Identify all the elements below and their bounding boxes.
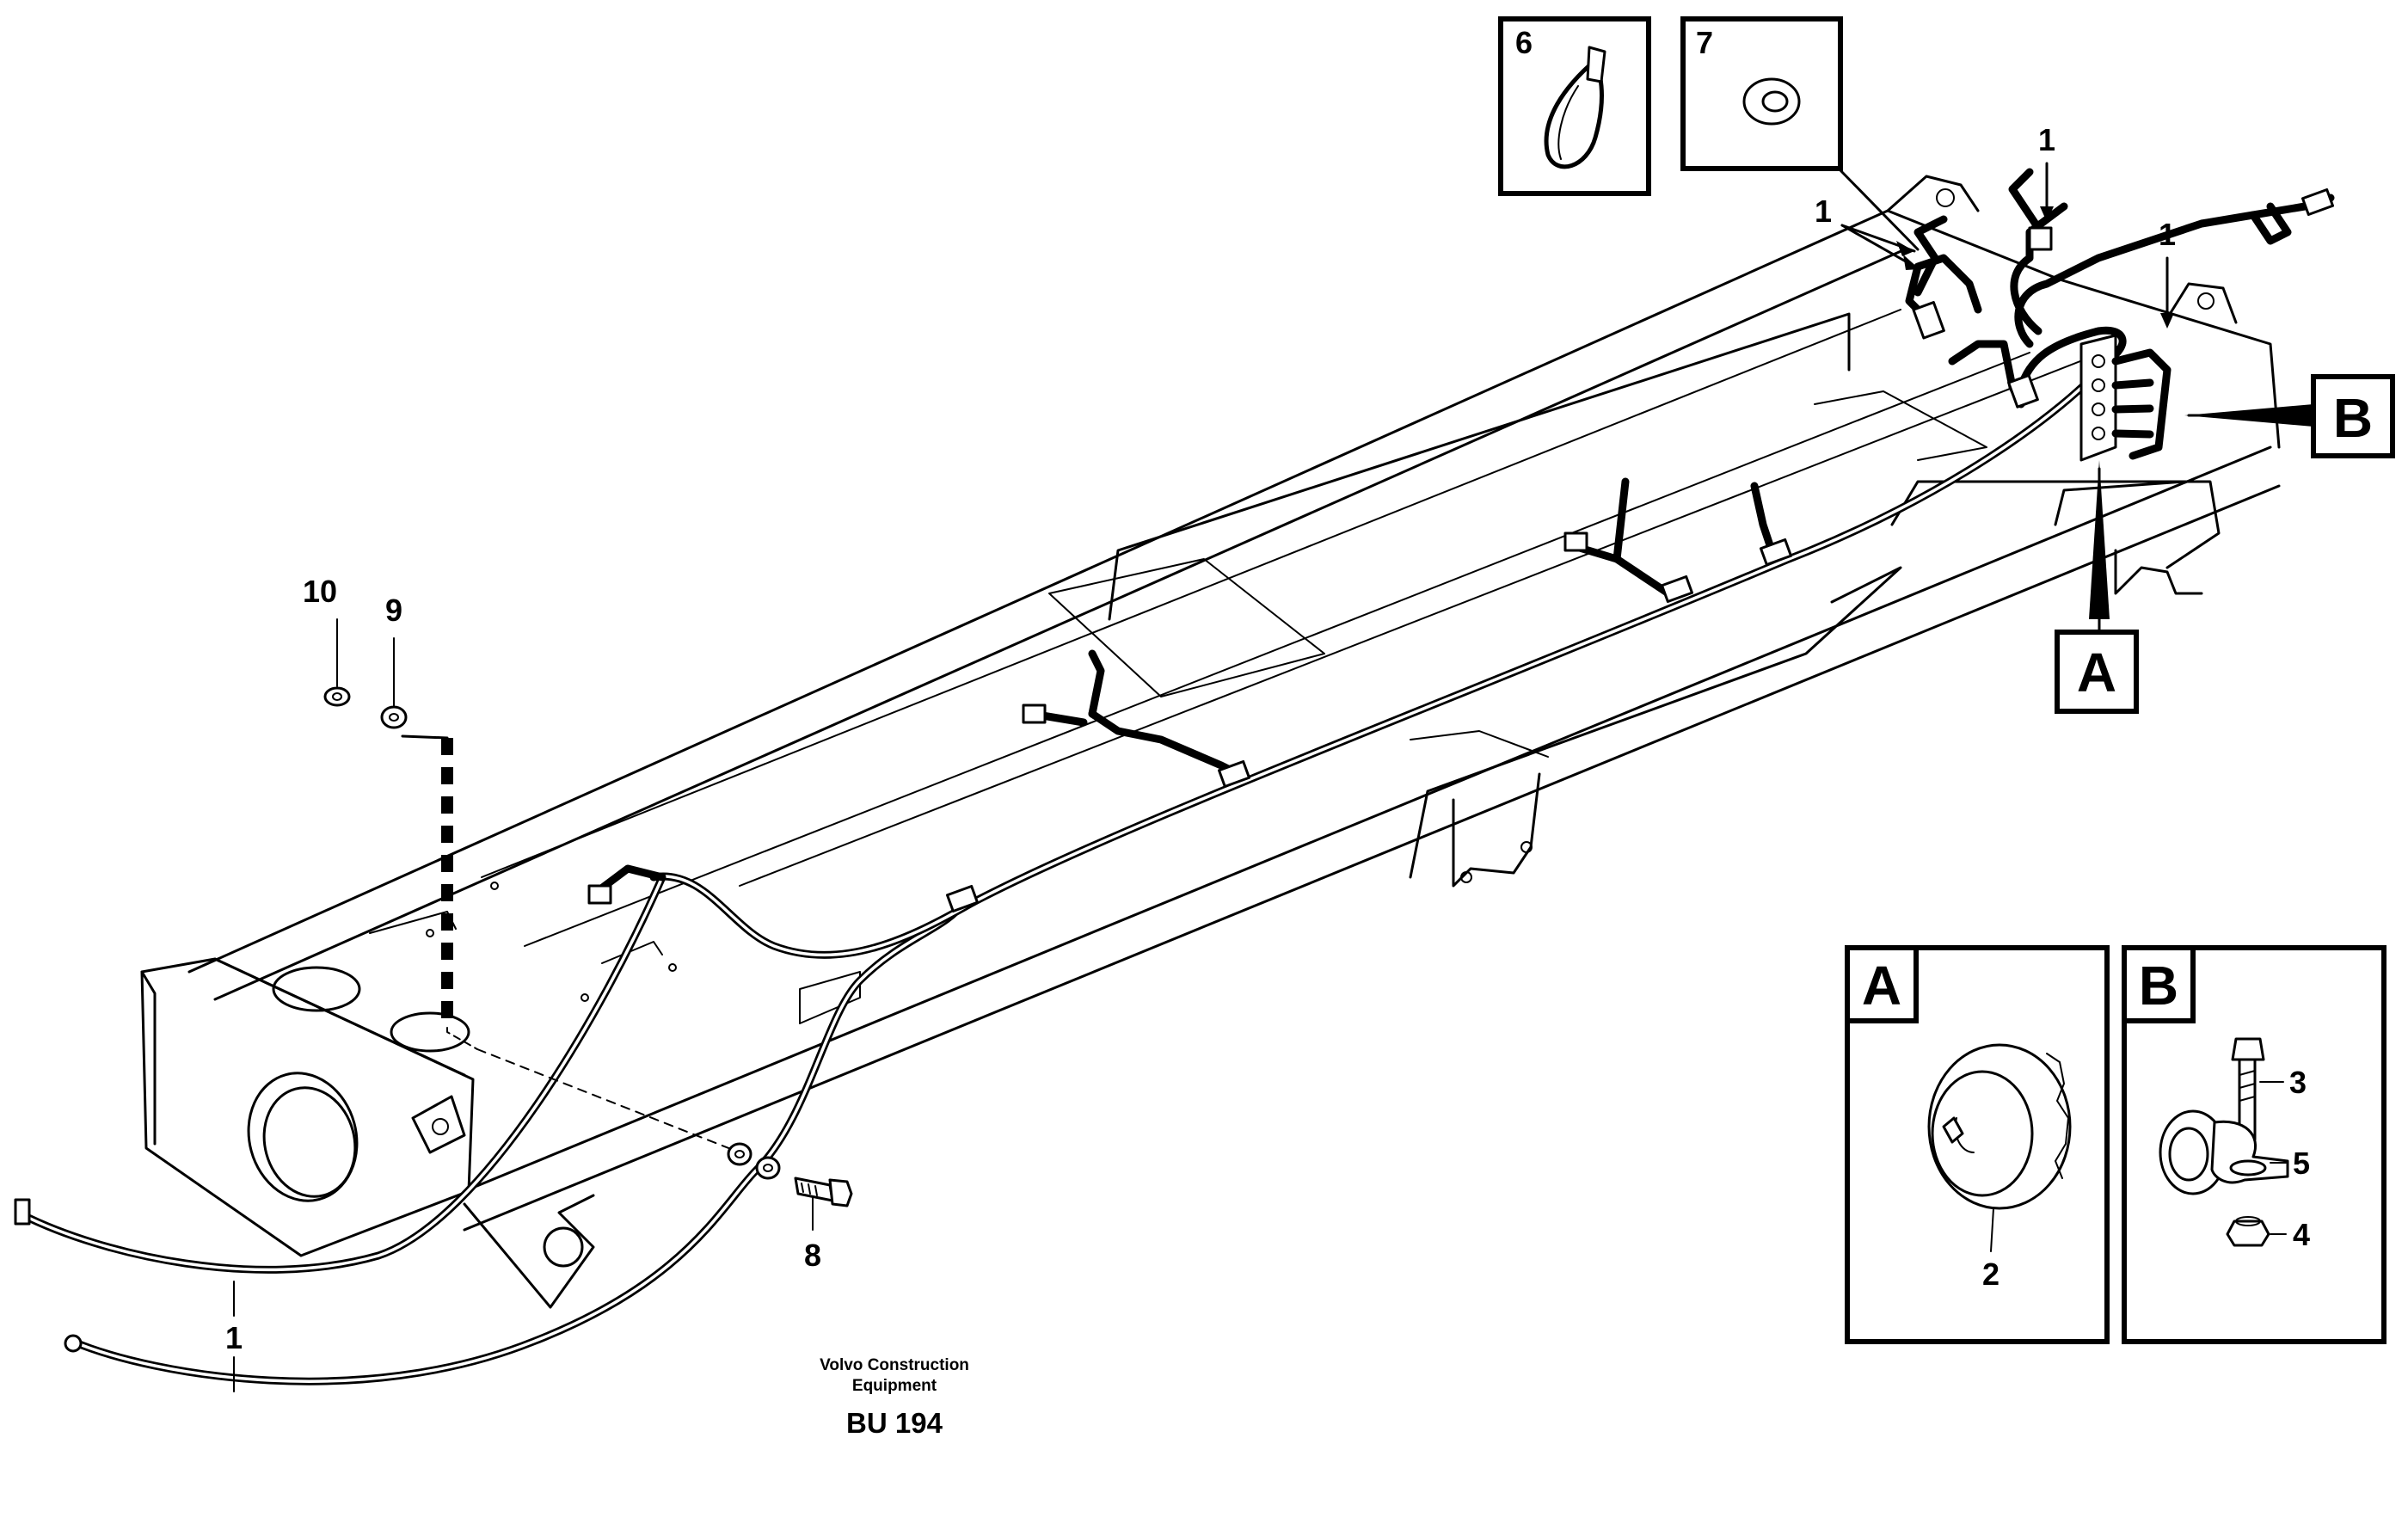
callout-5: 5 <box>2293 1146 2310 1181</box>
bolt-8 <box>794 1177 853 1207</box>
callout-8: 8 <box>804 1238 821 1273</box>
washer-near-bolt <box>727 1142 781 1180</box>
label-b-main-text: B <box>2333 387 2373 449</box>
callout-2: 2 <box>1982 1256 2000 1292</box>
callout-1-top-left: 1 <box>1815 194 1832 229</box>
label-a-main: A <box>2055 460 2139 714</box>
footer-drawing-code: BU 194 <box>846 1407 943 1439</box>
callout-3: 3 <box>2289 1065 2307 1100</box>
washer-10 <box>323 686 351 707</box>
callout-9: 9 <box>385 593 402 628</box>
callout-1-bottom: 1 <box>225 1320 243 1355</box>
label-b-main: B <box>2184 374 2395 458</box>
detail-view-a: A 2 <box>1845 945 2110 1344</box>
box-6-number: 6 <box>1515 25 1533 60</box>
ground-strap <box>401 734 740 1153</box>
washer-9 <box>380 705 408 729</box>
callout-1-top-right: 1 <box>2159 217 2176 252</box>
footer-company-line1: Volvo Construction <box>820 1356 969 1374</box>
box-7-number: 7 <box>1696 25 1713 60</box>
callouts: 10 9 8 1 1 1 1 <box>225 122 2176 1392</box>
footer-company-line2: Equipment <box>852 1377 937 1395</box>
detail-b-letter: B <box>2139 955 2178 1017</box>
label-a-main-text: A <box>2077 642 2116 703</box>
callout-10: 10 <box>303 574 337 609</box>
wiring-harness <box>14 168 2335 1385</box>
detail-a-letter: A <box>1862 955 1901 1017</box>
detail-box-6: 6 <box>1498 16 1651 196</box>
callout-4: 4 <box>2293 1217 2310 1252</box>
callout-1-top-mid: 1 <box>2038 122 2055 157</box>
detail-box-7: 7 <box>1680 16 1843 171</box>
drawing-footer: Volvo Construction Equipment BU 194 <box>820 1356 969 1439</box>
dump-body-frame <box>140 175 2281 1309</box>
detail-view-b: B 3 5 4 <box>2122 945 2386 1344</box>
